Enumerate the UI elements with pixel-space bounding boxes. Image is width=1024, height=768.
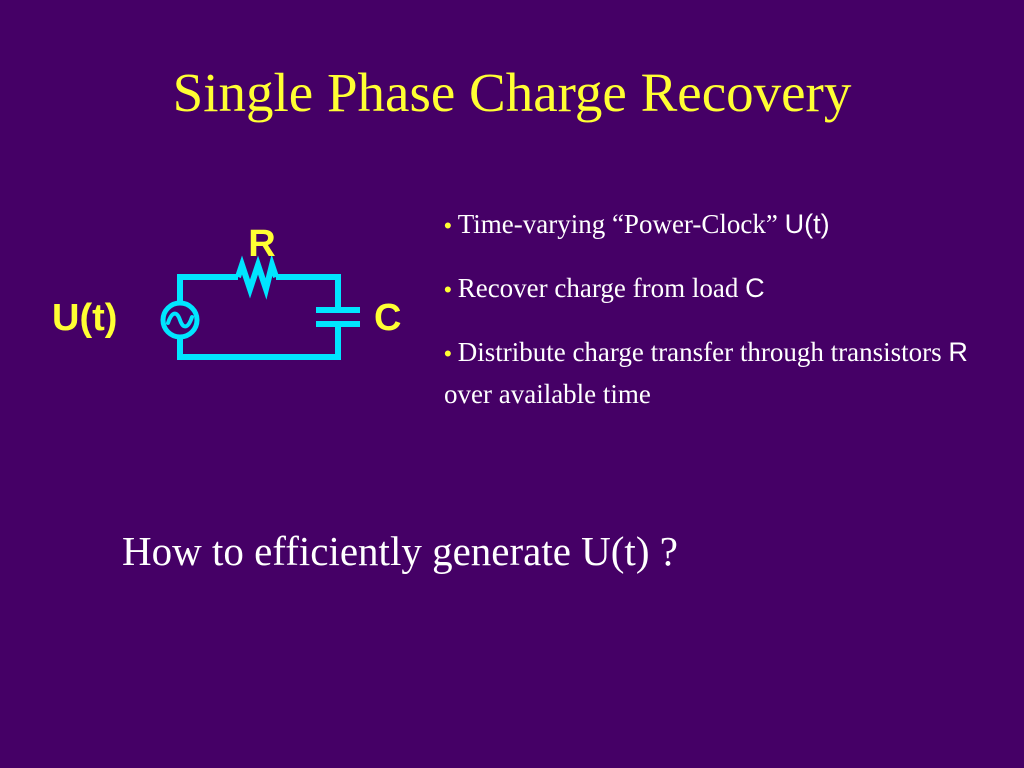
rc-circuit-diagram: R U(t) C: [52, 223, 401, 360]
bullet-text: Recover charge from load: [457, 273, 746, 303]
resistor-icon: [235, 254, 279, 300]
bullet-item-power-clock: •Time-varying “Power-Clock” U(t): [444, 204, 1004, 246]
bullet-symbol: C: [745, 273, 765, 303]
bullet-text: Distribute charge transfer through trans…: [457, 337, 949, 367]
bullet-dot: •: [444, 213, 452, 238]
label-c: C: [374, 297, 401, 339]
bullet-dot: •: [444, 341, 452, 366]
bullet-item-distribute-charge: •Distribute charge transfer through tran…: [444, 332, 1004, 414]
slide-title: Single Phase Charge Recovery: [172, 62, 852, 123]
label-source: U(t): [52, 297, 117, 339]
bullet-text: Time-varying “Power-Clock”: [457, 209, 785, 239]
wire-top-right: [276, 274, 341, 310]
wire-bottom: [177, 324, 341, 360]
bullet-symbol: U(t): [784, 209, 830, 239]
capacitor-icon: [316, 307, 360, 327]
wire-top-left: [177, 274, 238, 304]
bullet-list: •Time-varying “Power-Clock” U(t) •Recove…: [444, 204, 1004, 414]
label-r: R: [248, 223, 275, 265]
bullet-item-recover-charge: •Recover charge from load C: [444, 268, 1004, 310]
bullet-dot: •: [444, 277, 452, 302]
ac-source-icon: [160, 300, 200, 340]
bullet-symbol: R: [948, 337, 968, 367]
circuit-wires: [177, 274, 341, 360]
question-text: How to efficiently generate U(t) ?: [122, 528, 678, 574]
bullet-tail: over available time: [444, 379, 651, 409]
